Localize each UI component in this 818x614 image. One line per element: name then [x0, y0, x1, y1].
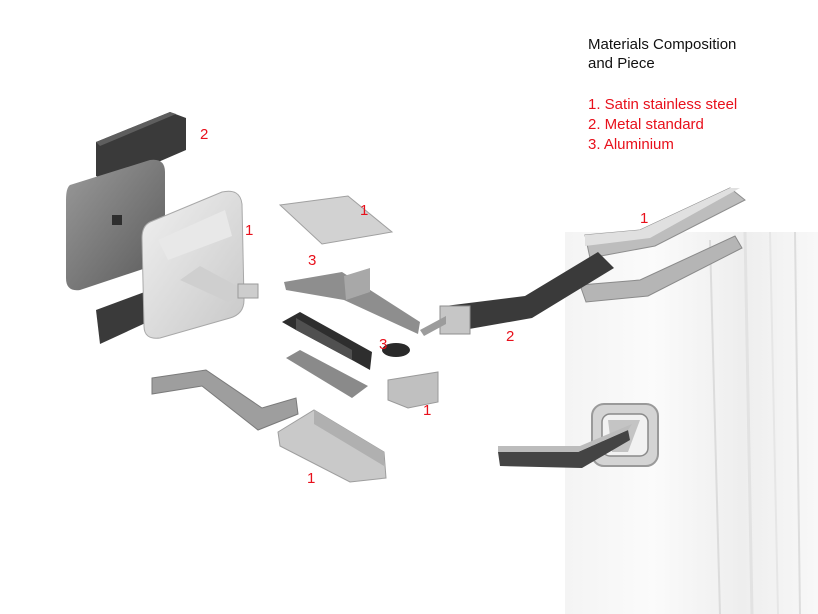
callout-bottom-channel: 1 — [307, 470, 316, 487]
mounted-handle-lever — [498, 424, 632, 468]
legend-item-metal-standard: 2. Metal standard — [588, 116, 704, 133]
center-plate-steel-1 — [278, 195, 394, 245]
back-plate-dark-cover-top — [96, 112, 186, 182]
callout-angle-bracket: 1 — [423, 402, 432, 419]
long-l-bracket — [151, 369, 299, 431]
exploded-lever-core-dark — [420, 252, 614, 336]
callout-back-plate-cover: 2 — [200, 126, 209, 143]
callout-lever-top: 1 — [640, 210, 649, 227]
back-plate-dark-cover-bottom — [96, 290, 152, 344]
callout-spring: 3 — [379, 336, 388, 353]
small-angle-bracket-1 — [387, 371, 439, 409]
bottom-channel-steel-1 — [277, 409, 387, 483]
center-bracket-aluminium-3 — [284, 268, 420, 334]
callout-center-plate: 1 — [360, 202, 369, 219]
front-rose-plate — [141, 190, 259, 339]
legend-title: Materials Composition and Piece — [588, 36, 737, 72]
center-bracket-dark — [282, 312, 372, 370]
callout-aluminium-bracket: 3 — [308, 252, 317, 269]
legend-item-aluminium: 3. Aluminium — [588, 136, 674, 153]
center-spring-dark — [382, 343, 410, 357]
center-plate-lower — [286, 350, 368, 398]
legend-item-satin-stainless-steel: 1. Satin stainless steel — [588, 96, 738, 113]
callout-front-rose: 1 — [245, 222, 254, 239]
callout-lever-core: 2 — [506, 328, 515, 345]
back-plate-body — [66, 159, 165, 291]
exploded-lever-lower-plate — [579, 235, 743, 303]
